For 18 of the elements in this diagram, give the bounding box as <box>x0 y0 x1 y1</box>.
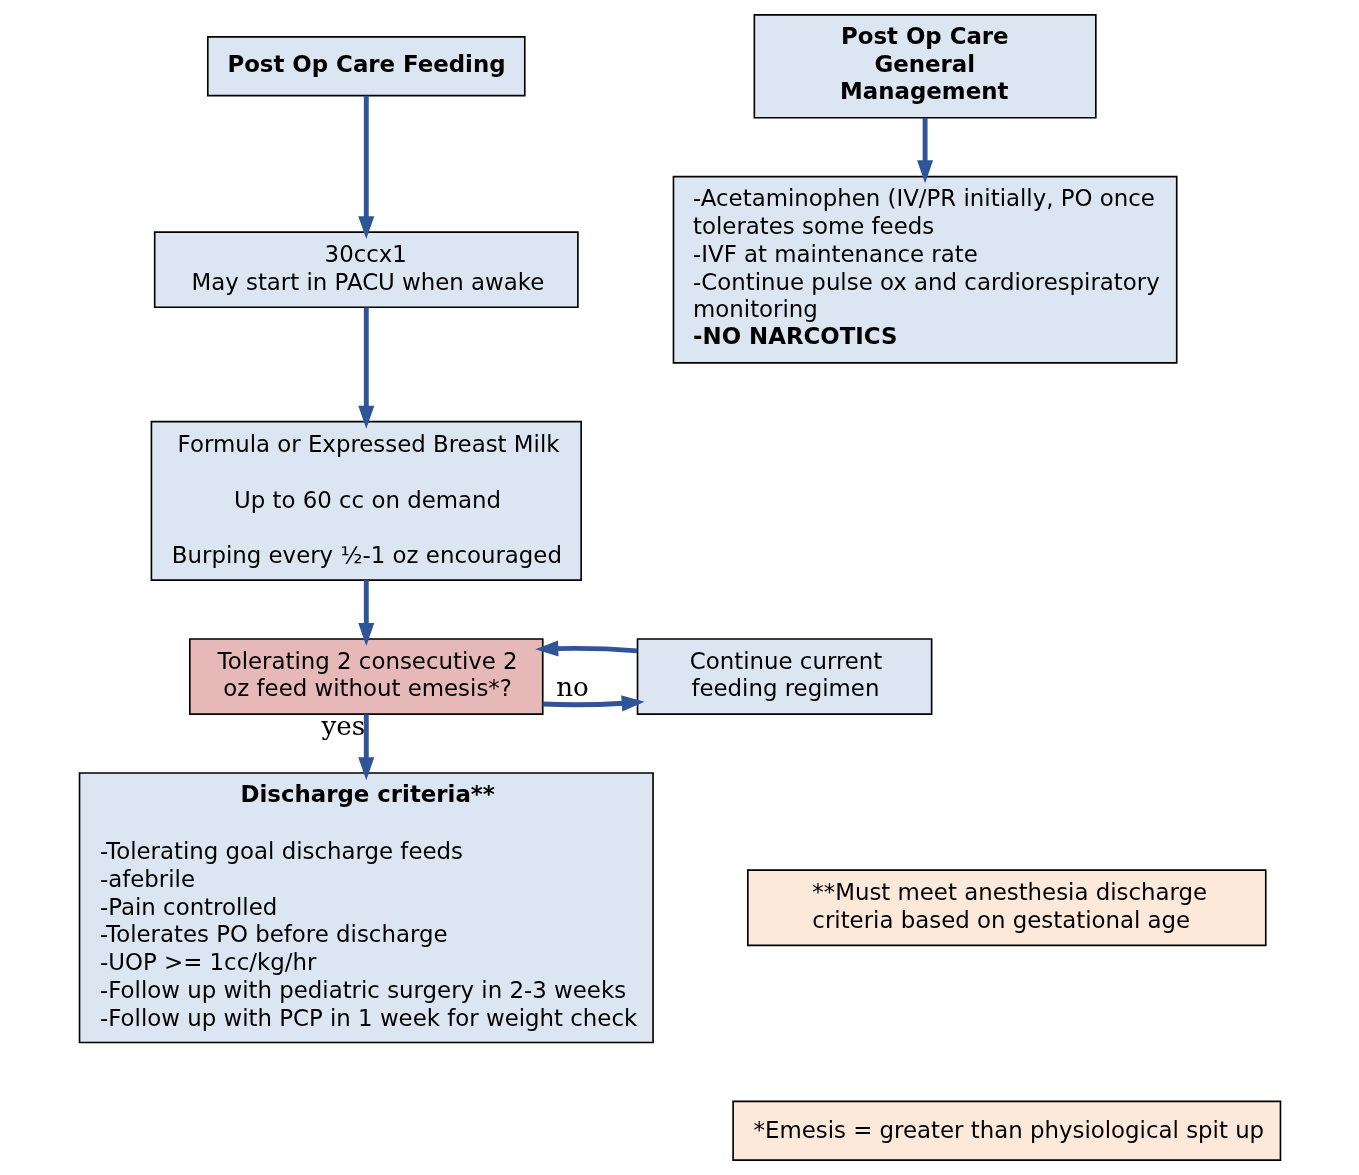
arrow <box>357 307 374 429</box>
node-box: Tolerating 2 consecutive 2 oz feed without emesis*? <box>188 638 544 715</box>
node-box: Post Op Care General Management <box>753 14 1097 119</box>
arrow <box>357 580 374 646</box>
node-box: Formula or Expressed Breast Milk Up to 60 cc on demand Burping every ½-1 oz encouraged <box>150 420 582 581</box>
node-box: 30ccx1 May start in PACU when awake <box>153 231 579 309</box>
arrow <box>357 95 374 240</box>
node-box: Continue current feeding regimen <box>636 638 932 715</box>
arrow <box>357 714 374 781</box>
edge-label: no <box>555 672 589 703</box>
arrow <box>534 640 637 657</box>
arrow <box>542 695 645 712</box>
node-box: -Acetaminophen (IV/PR initially, PO once tolerates some feeds -IVF at maintenance rate -Continue pulse ox and cardiorespiratory monitoring -NO NARCOTICS <box>672 175 1178 364</box>
node-box: Discharge criteria** -Tolerating goal discharge feeds -afebrile -Pain controlled -Tolerates PO before discharge -UOP >= 1cc/kg/hr -Follow up with pediatric surgery in 2-3 weeks -Follow up with PCP in 1 week for weight check <box>78 772 654 1044</box>
arrow <box>916 117 933 184</box>
node-box: Post Op Care Feeding <box>206 36 526 97</box>
node-box: **Must meet anesthesia discharge criteria based on gestational age <box>746 869 1267 947</box>
node-box: *Emesis = greater than physiological spit up <box>731 1100 1281 1161</box>
